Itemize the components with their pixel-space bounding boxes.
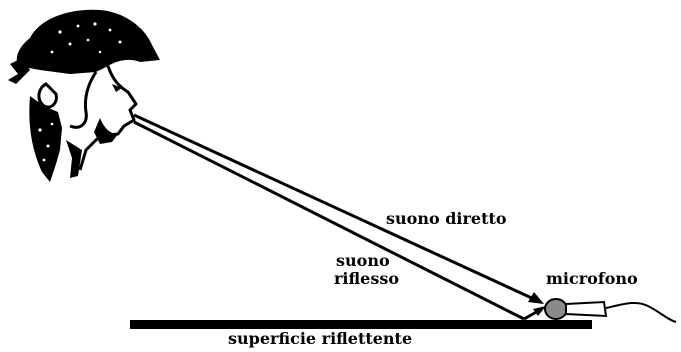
cap-texture bbox=[50, 22, 122, 54]
collar-shape bbox=[66, 140, 82, 178]
microphone-head bbox=[544, 298, 568, 320]
neck-shape bbox=[29, 96, 62, 182]
direct-arrowhead bbox=[528, 292, 544, 304]
reflected-sound-label-line2: riflesso bbox=[334, 269, 400, 288]
direct-sound-ray bbox=[133, 113, 544, 304]
speaker-head-icon bbox=[8, 9, 161, 182]
reflected-sound-ray bbox=[133, 120, 546, 321]
microphone-body bbox=[565, 300, 608, 318]
reflecting-surface bbox=[130, 320, 592, 329]
microphone-cable bbox=[605, 301, 677, 323]
cap-shape bbox=[16, 9, 161, 74]
microphone-label: microfono bbox=[546, 269, 638, 288]
ear-shape bbox=[37, 82, 58, 109]
beard-shape bbox=[94, 118, 118, 144]
direct-sound-label: suono diretto bbox=[386, 209, 507, 228]
reflected-sound-label: suono riflesso bbox=[334, 252, 399, 288]
reflected-arrowhead bbox=[533, 306, 546, 316]
microphone-icon bbox=[544, 298, 677, 323]
reflected-sound-label-line1: suono bbox=[336, 251, 390, 270]
surface-label: superficie riflettente bbox=[228, 329, 413, 348]
eye-shape bbox=[112, 84, 122, 92]
hair-shape bbox=[8, 58, 30, 84]
neck-texture bbox=[38, 122, 54, 162]
